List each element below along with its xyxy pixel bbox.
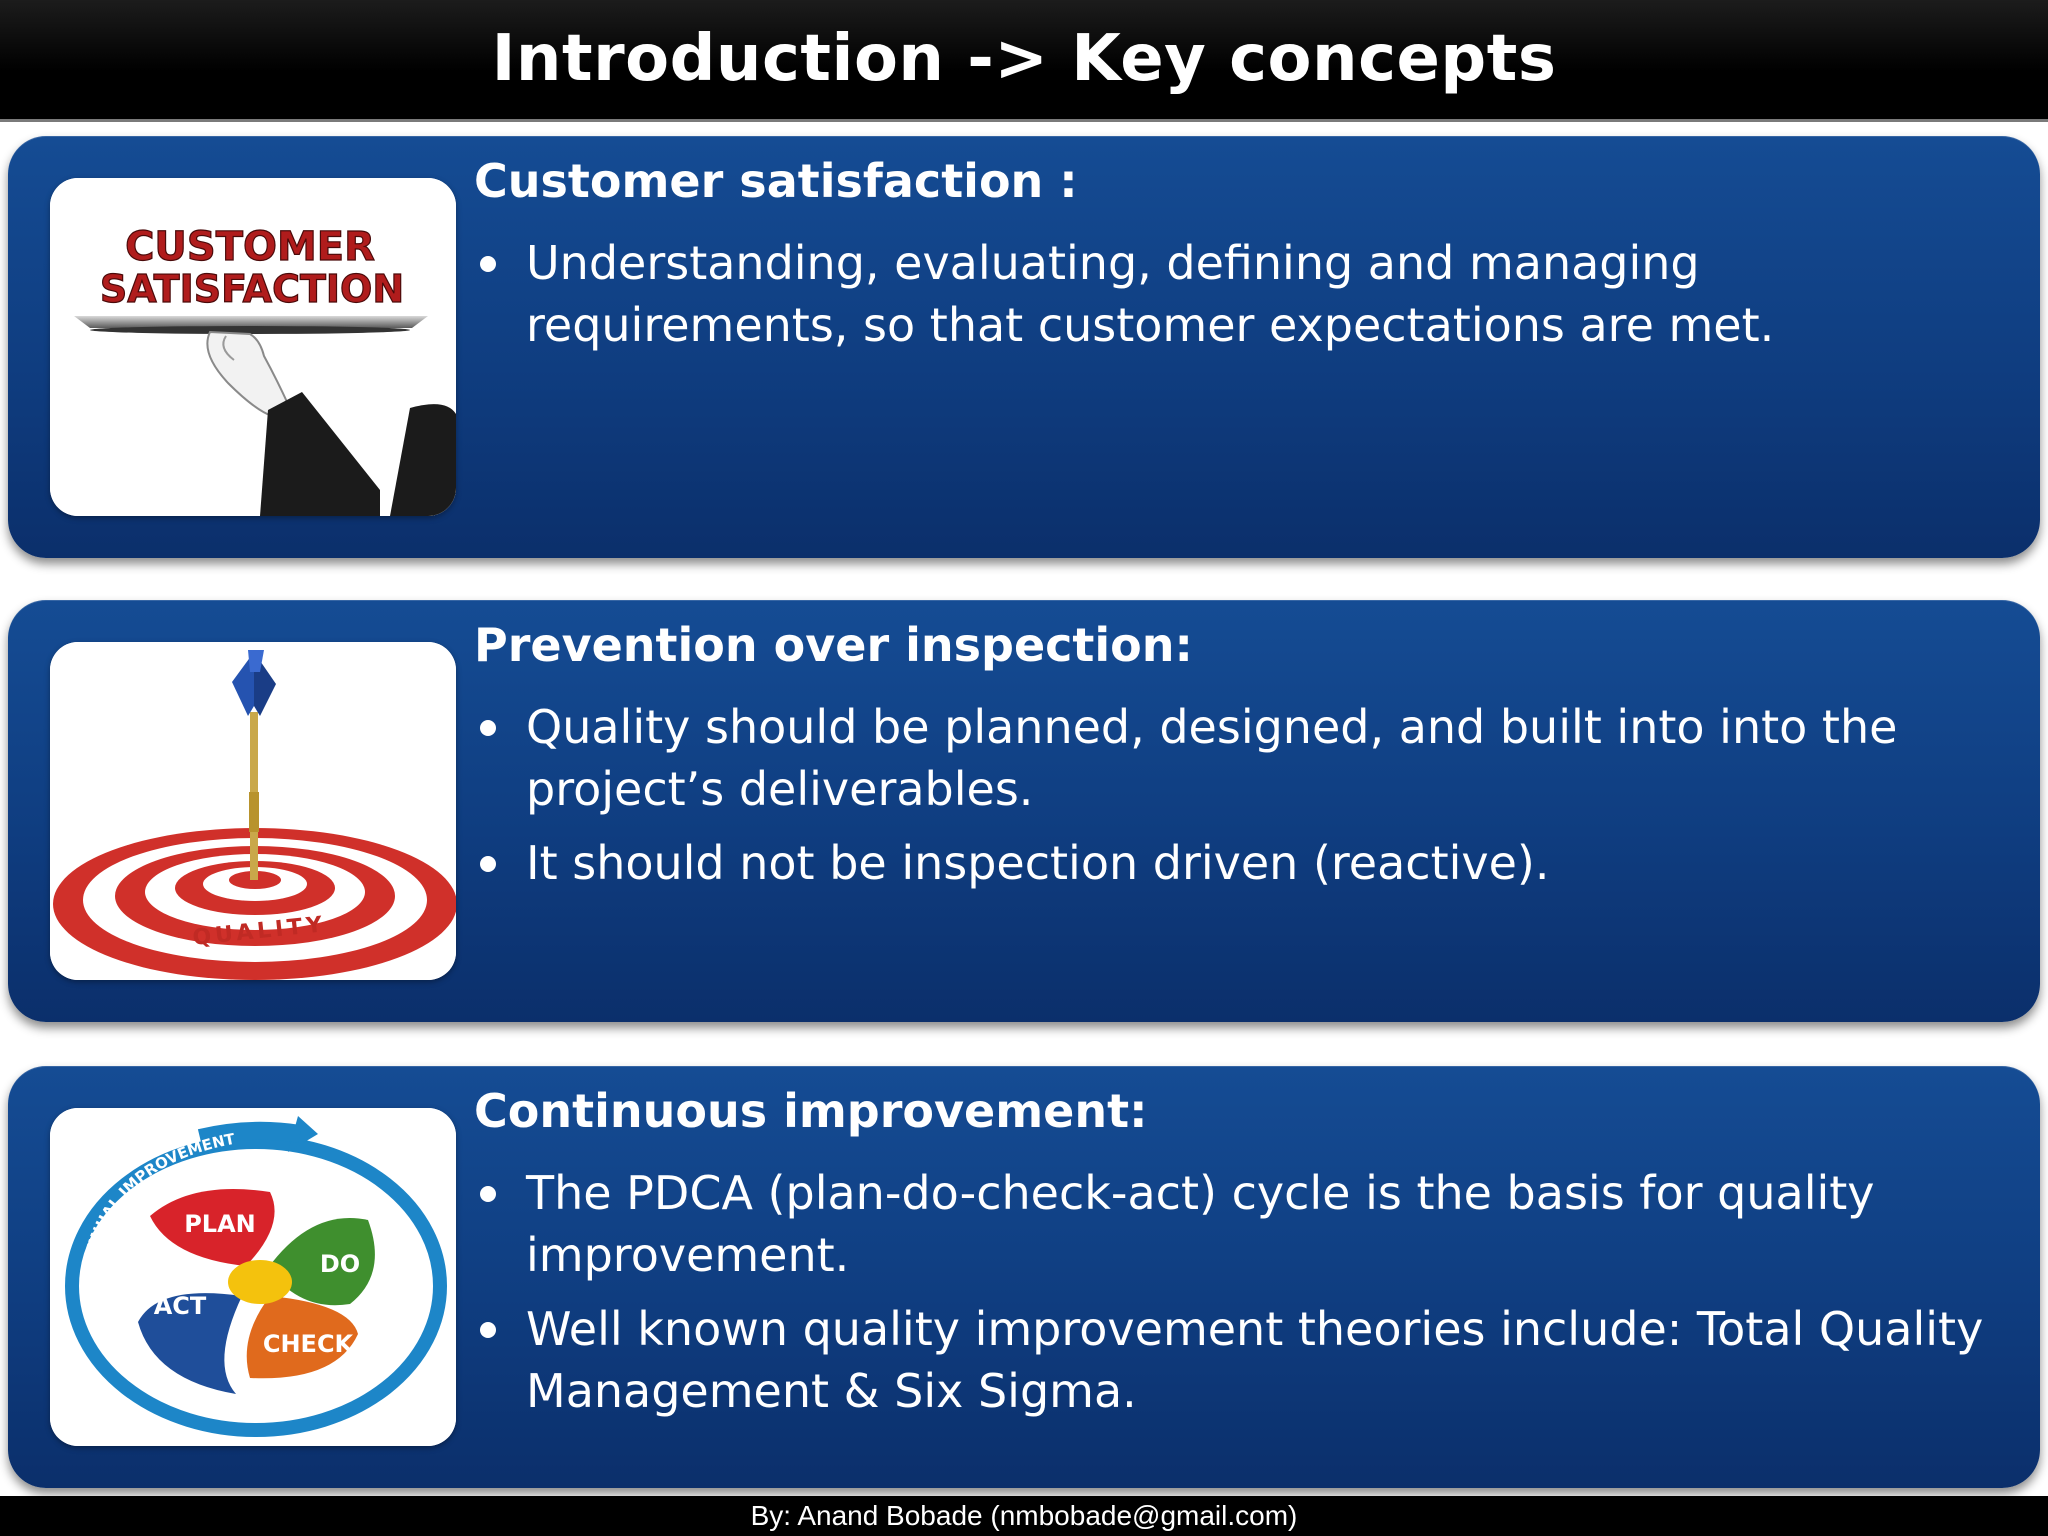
bullet-dot-icon (480, 1322, 496, 1338)
pdca-image: CONTINUAL IMPROVEMENT PLAN DO CHECK ACT (50, 1108, 456, 1446)
bullet-list: Quality should be planned, designed, and… (474, 696, 2014, 906)
author-credit: By: Anand Bobade (nmbobade@gmail.com) (750, 1500, 1298, 1531)
slide-title: Introduction -> Key concepts (491, 21, 1557, 96)
section-heading: Continuous improvement: (474, 1084, 1148, 1138)
bullet-item: Well known quality improvement theories … (474, 1298, 2014, 1422)
dart-target-icon: QUALITY (50, 642, 456, 980)
bullet-dot-icon (480, 256, 496, 272)
bullet-text: Quality should be planned, designed, and… (526, 700, 1898, 816)
pdca-cycle-icon: CONTINUAL IMPROVEMENT PLAN DO CHECK ACT (50, 1108, 456, 1446)
bullet-text: Well known quality improvement theories … (526, 1302, 1984, 1418)
bullet-list: The PDCA (plan-do-check-act) cycle is th… (474, 1162, 2014, 1434)
bullet-list: Understanding, evaluating, defining and … (474, 232, 2014, 368)
footer-bar: By: Anand Bobade (nmbobade@gmail.com) (0, 1496, 2048, 1536)
title-bar: Introduction -> Key concepts (0, 0, 2048, 122)
bullet-item: Quality should be planned, designed, and… (474, 696, 2014, 820)
bullet-dot-icon (480, 1186, 496, 1202)
pdca-plan-label: PLAN (184, 1210, 256, 1238)
section-continuous-improvement: CONTINUAL IMPROVEMENT PLAN DO CHECK ACT … (8, 1066, 2040, 1488)
customer-satisfaction-icon: CUSTOMER SATISFACTION (50, 178, 456, 516)
section-prevention-over-inspection: QUALITY Prevention over inspection: Qual… (8, 600, 2040, 1022)
bullet-dot-icon (480, 720, 496, 736)
bullet-item: It should not be inspection driven (reac… (474, 832, 2014, 894)
section-customer-satisfaction: CUSTOMER SATISFACTION Customer satisfact… (8, 136, 2040, 558)
bullet-item: Understanding, evaluating, defining and … (474, 232, 2014, 356)
pdca-act-label: ACT (154, 1292, 207, 1320)
bullet-text: It should not be inspection driven (reac… (526, 836, 1550, 890)
quality-target-image: QUALITY (50, 642, 456, 980)
bullet-dot-icon (480, 856, 496, 872)
section-heading: Prevention over inspection: (474, 618, 1193, 672)
pdca-do-label: DO (320, 1250, 360, 1278)
satisfaction-label-line2: SATISFACTION (100, 267, 404, 311)
bullet-text: The PDCA (plan-do-check-act) cycle is th… (526, 1166, 1875, 1282)
pdca-check-label: CHECK (263, 1330, 355, 1358)
customer-satisfaction-image: CUSTOMER SATISFACTION (50, 178, 456, 516)
section-heading: Customer satisfaction : (474, 154, 1078, 208)
bullet-item: The PDCA (plan-do-check-act) cycle is th… (474, 1162, 2014, 1286)
satisfaction-label-line1: CUSTOMER (125, 224, 375, 270)
bullet-text: Understanding, evaluating, defining and … (526, 236, 1775, 352)
